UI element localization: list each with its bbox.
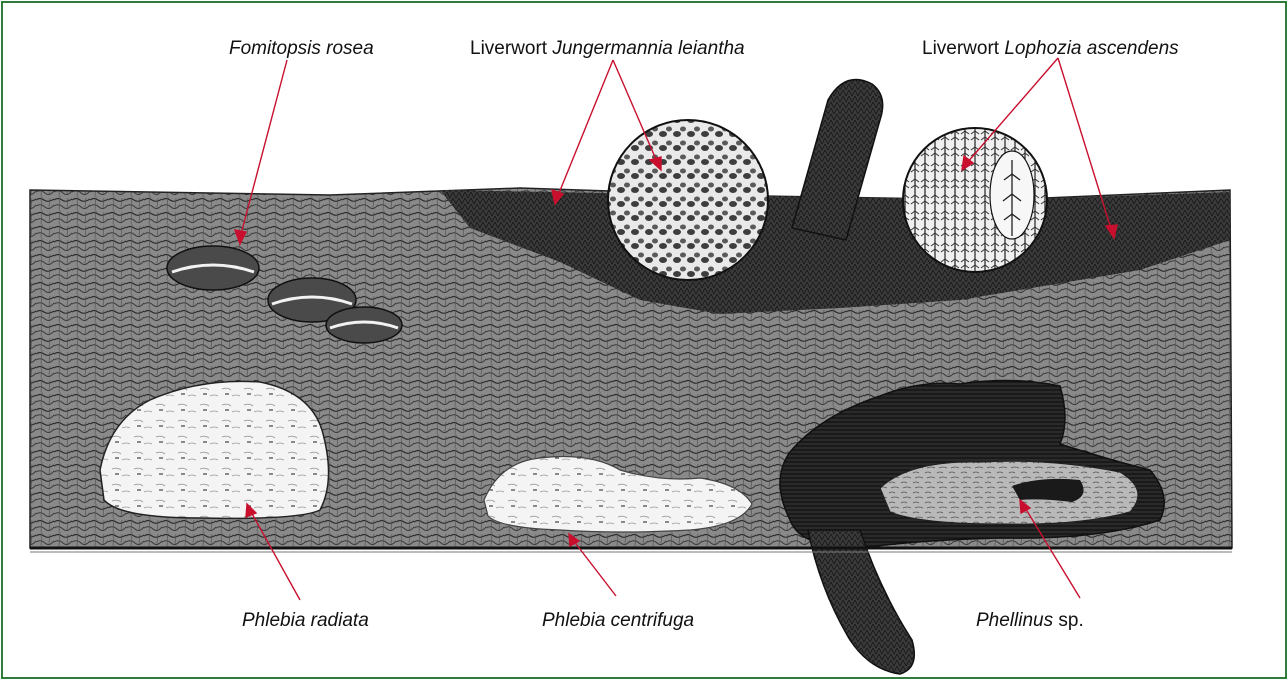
label-phlebia-centrifuga: Phlebia centrifuga bbox=[542, 610, 694, 631]
label-phellinus-genus: Phellinus bbox=[976, 610, 1054, 631]
label-phellinus: Phellinus sp. bbox=[976, 610, 1084, 631]
bracket-1 bbox=[167, 246, 259, 290]
arrow-jungermannia-1 bbox=[557, 60, 613, 198]
label-jungermannia-species: Jungermannia leiantha bbox=[551, 38, 744, 59]
bracket-3 bbox=[326, 307, 402, 343]
label-lophozia-prefix: Liverwort bbox=[922, 38, 1004, 59]
label-jungermannia-prefix: Liverwort bbox=[470, 38, 552, 59]
label-fomitopsis-rosea: Fomitopsis rosea bbox=[229, 38, 374, 59]
label-jungermannia: Liverwort Jungermannia leiantha bbox=[470, 38, 745, 59]
lophozia-magnifier bbox=[903, 128, 1047, 272]
label-lophozia-species: Lophozia ascendens bbox=[1004, 38, 1179, 59]
label-phellinus-suffix: sp. bbox=[1053, 610, 1084, 631]
label-lophozia: Liverwort Lophozia ascendens bbox=[922, 38, 1179, 59]
label-phlebia-radiata: Phlebia radiata bbox=[242, 610, 369, 631]
jungermannia-magnifier bbox=[608, 120, 768, 280]
